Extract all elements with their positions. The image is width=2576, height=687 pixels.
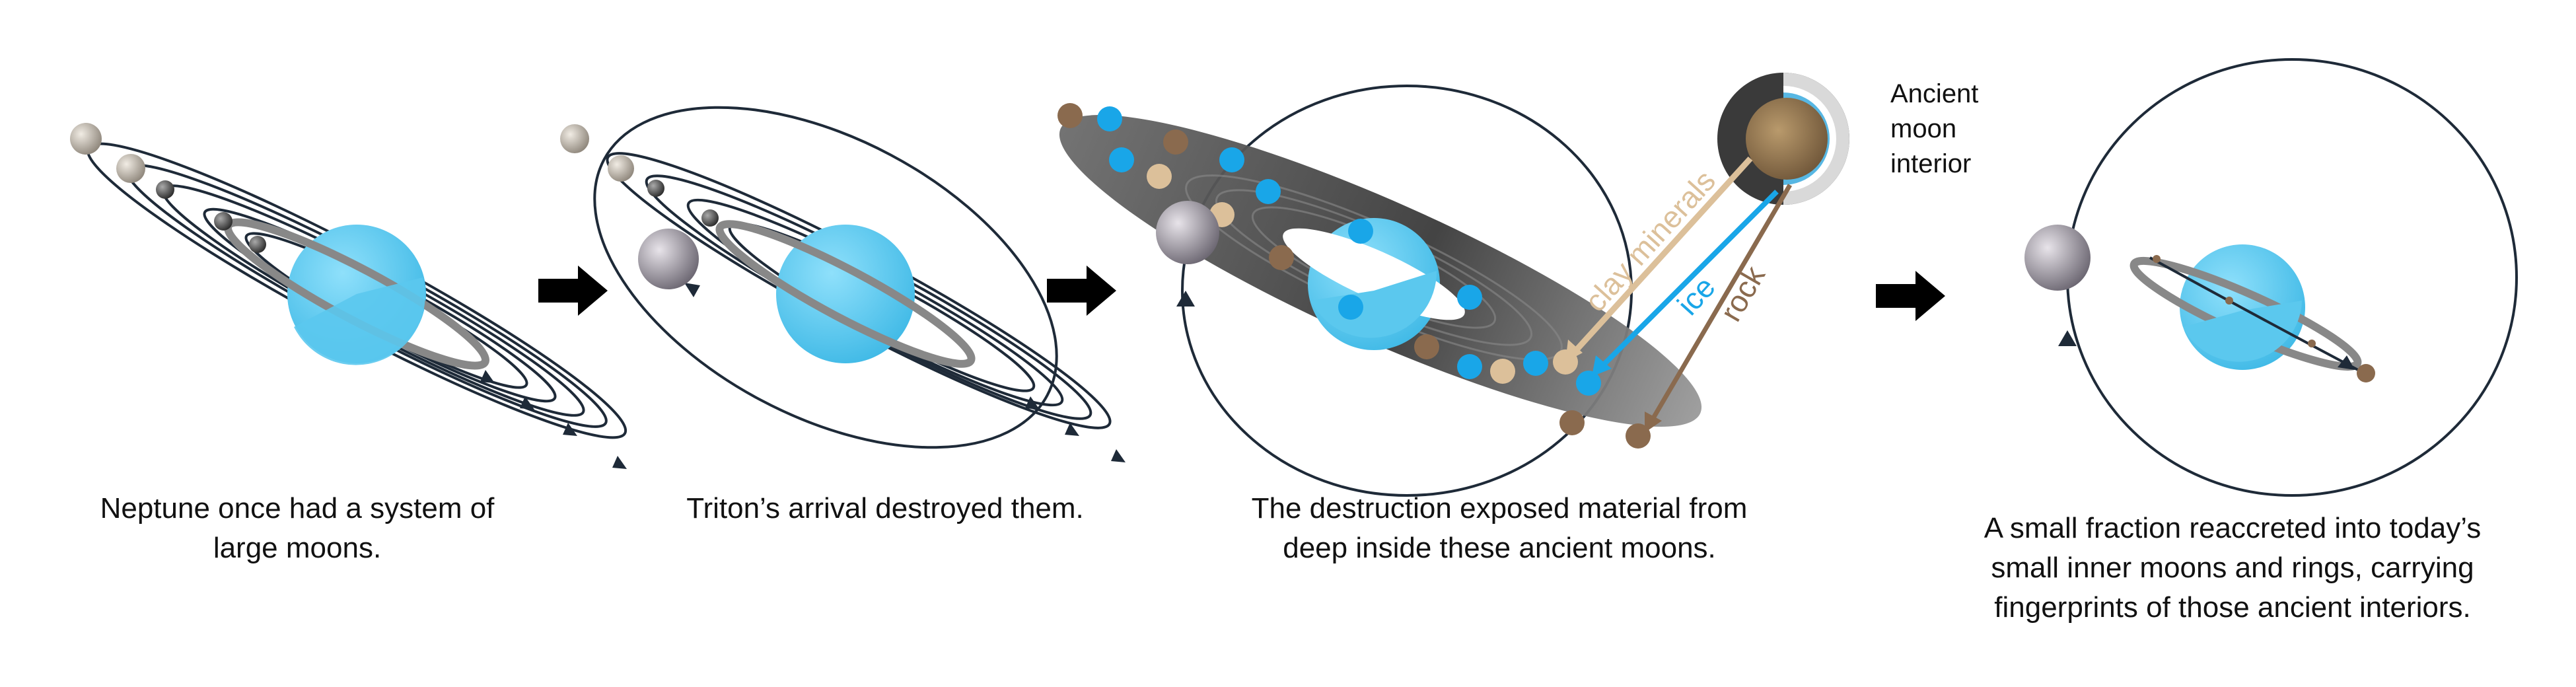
panel-3: Ancient moon interior clay minerals ice …	[1057, 73, 1986, 497]
rock-arrow	[1642, 184, 1793, 434]
ice-arrow	[1590, 190, 1779, 379]
arrow-right-icon	[538, 266, 608, 316]
moon-icon	[70, 123, 102, 155]
moon-icon	[701, 209, 719, 227]
planet-front-half	[294, 277, 425, 365]
caption-line: small inner moons and rings, carrying	[1991, 552, 2474, 584]
planet-neptune-icon	[776, 225, 915, 363]
caption-panel-4: A small fraction reaccreted into today’s…	[1929, 509, 2536, 628]
moon-icon	[116, 154, 145, 183]
orbit-direction-arrows	[480, 370, 627, 469]
moon-interior-icon	[1717, 73, 1849, 205]
debris-ice-particles	[1097, 106, 1601, 396]
debris-rock-particles	[1057, 103, 1651, 449]
arrow-right-icon	[1047, 266, 1116, 316]
interior-label-line: moon	[1890, 114, 1956, 143]
moon-icon	[608, 155, 634, 182]
panel-2	[560, 106, 1126, 462]
caption-panel-2: Triton’s arrival destroyed them.	[634, 489, 1136, 528]
clay-arrow	[1563, 156, 1753, 365]
rock-label: rock	[1713, 260, 1772, 327]
caption-line: Triton’s arrival destroyed them.	[686, 492, 1084, 524]
caption-line: large moons.	[213, 532, 382, 564]
ring	[715, 220, 976, 368]
rock-arrowhead	[1645, 412, 1662, 433]
triton-icon	[638, 229, 699, 289]
moon-icon	[156, 180, 174, 199]
panel-4	[2024, 58, 2518, 497]
interior-label: Ancient moon interior	[1890, 79, 1986, 178]
triton-icon	[1156, 201, 1219, 264]
small-inner-moon-icon	[2357, 364, 2375, 382]
ring-particles	[2153, 255, 2316, 347]
interior-label-line: interior	[1890, 149, 1971, 178]
triton-icon	[2024, 225, 2091, 291]
caption-panel-1: Neptune once had a system of large moons…	[66, 489, 528, 568]
moon-icon	[560, 124, 589, 153]
moon-icon	[647, 180, 664, 197]
arrow-right-icon	[1876, 271, 1945, 321]
moon-icon	[249, 236, 266, 253]
triton-direction-arrow	[1176, 291, 1195, 307]
triton-orbit	[593, 106, 1058, 449]
caption-panel-3: The destruction exposed material from de…	[1189, 489, 1810, 568]
caption-line: fingerprints of those ancient interiors.	[1994, 591, 2471, 624]
caption-line: deep inside these ancient moons.	[1283, 532, 1716, 564]
planet-front-half	[2183, 301, 2302, 362]
caption-line: Neptune once had a system of	[100, 492, 495, 524]
interior-label-line: Ancient	[1890, 79, 1978, 108]
orbit-direction-arrow	[2338, 355, 2355, 370]
triton-direction-arrow	[2058, 330, 2077, 346]
ice-arrowhead	[1592, 355, 1612, 377]
caption-line: A small fraction reaccreted into today’s	[1984, 512, 2482, 544]
moon-icon	[214, 212, 233, 231]
orbit-direction-arrows	[1025, 396, 1126, 462]
triton-direction-arrow	[684, 283, 700, 297]
clay-arrowhead	[1565, 340, 1583, 362]
planet-front-half	[1311, 271, 1437, 338]
panel-1	[70, 123, 627, 469]
caption-line: The destruction exposed material from	[1251, 492, 1748, 524]
inner-moon-orbit	[2149, 256, 2359, 371]
